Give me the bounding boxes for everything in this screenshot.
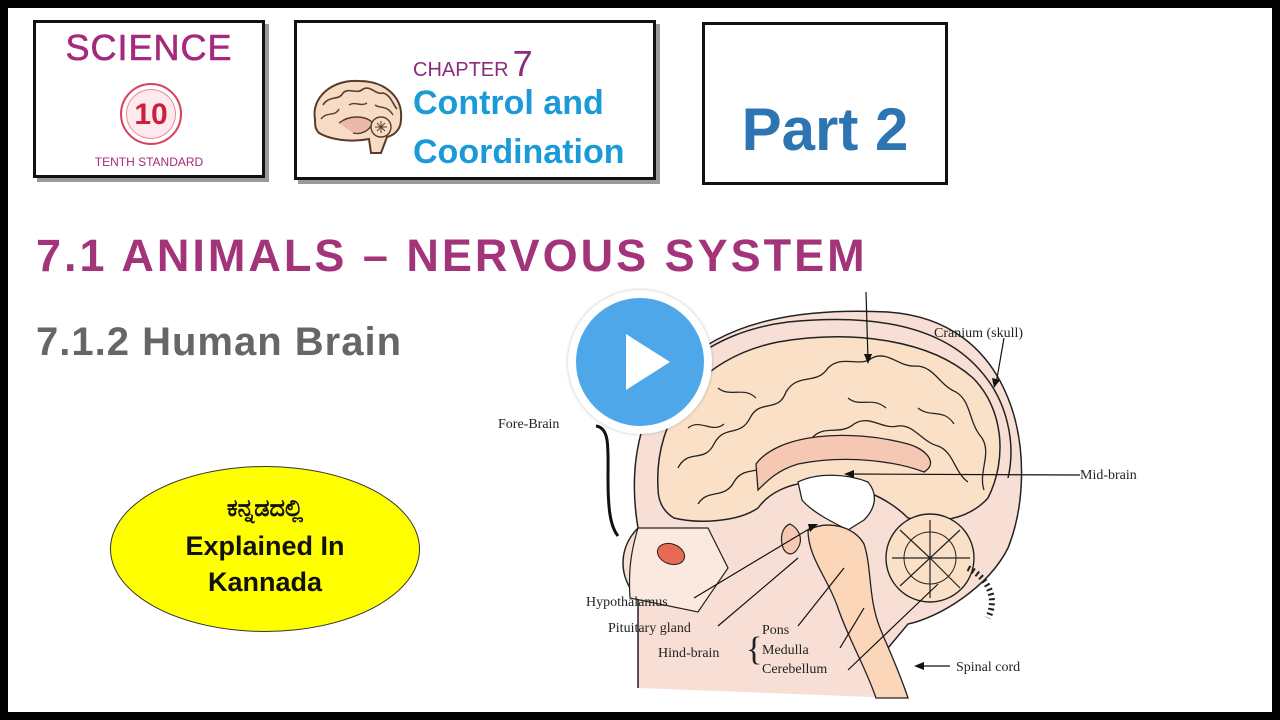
science-badge: SCIENCE 10 TENTH STANDARD xyxy=(33,20,265,178)
chapter-title: Control and Coordination xyxy=(413,79,625,177)
kannada-text: ಕನ್ನಡದಲ್ಲಿ xyxy=(226,495,304,522)
language-bubble: ಕನ್ನಡದಲ್ಲಿ Explained In Kannada xyxy=(110,466,420,632)
chapter-title-line2: Coordination xyxy=(413,133,625,171)
part-label: Part 2 xyxy=(741,96,909,163)
chapter-title-line1: Control and xyxy=(413,84,604,122)
play-icon xyxy=(626,334,670,390)
grade-number: 10 xyxy=(134,98,168,131)
label-mid-brain: Mid-brain xyxy=(1080,468,1137,483)
label-hind-brain: Hind-brain xyxy=(658,646,719,661)
brain-diagram: Cranium (skull) Fore-Brain Mid-brain Hyp… xyxy=(498,291,1137,699)
label-hypothalamus: Hypothalamus xyxy=(586,595,668,610)
label-cranium: Cranium (skull) xyxy=(934,326,1023,341)
brain-icon xyxy=(313,79,403,154)
label-pons: Pons xyxy=(762,623,789,638)
label-cerebellum: Cerebellum xyxy=(762,662,827,677)
explained-in-text: Explained In xyxy=(185,531,345,561)
label-spinal-cord: Spinal cord xyxy=(956,660,1020,675)
play-button[interactable] xyxy=(568,290,712,434)
label-fore-brain: Fore-Brain xyxy=(498,417,559,432)
standard-label: TENTH STANDARD xyxy=(94,155,204,169)
label-medulla: Medulla xyxy=(762,643,809,658)
section-heading: 7.1 ANIMALS – NERVOUS SYSTEM xyxy=(36,230,868,281)
kannada-label: Kannada xyxy=(207,567,323,597)
label-pituitary: Pituitary gland xyxy=(608,621,691,636)
subsection-heading: 7.1.2 Human Brain xyxy=(36,320,403,364)
chapter-number: 7 xyxy=(512,43,533,84)
science-title: SCIENCE xyxy=(65,27,233,69)
part-badge: Part 2 xyxy=(702,22,948,185)
grade-circle: 10 xyxy=(120,83,182,145)
hind-brain-brace: { xyxy=(746,631,762,668)
